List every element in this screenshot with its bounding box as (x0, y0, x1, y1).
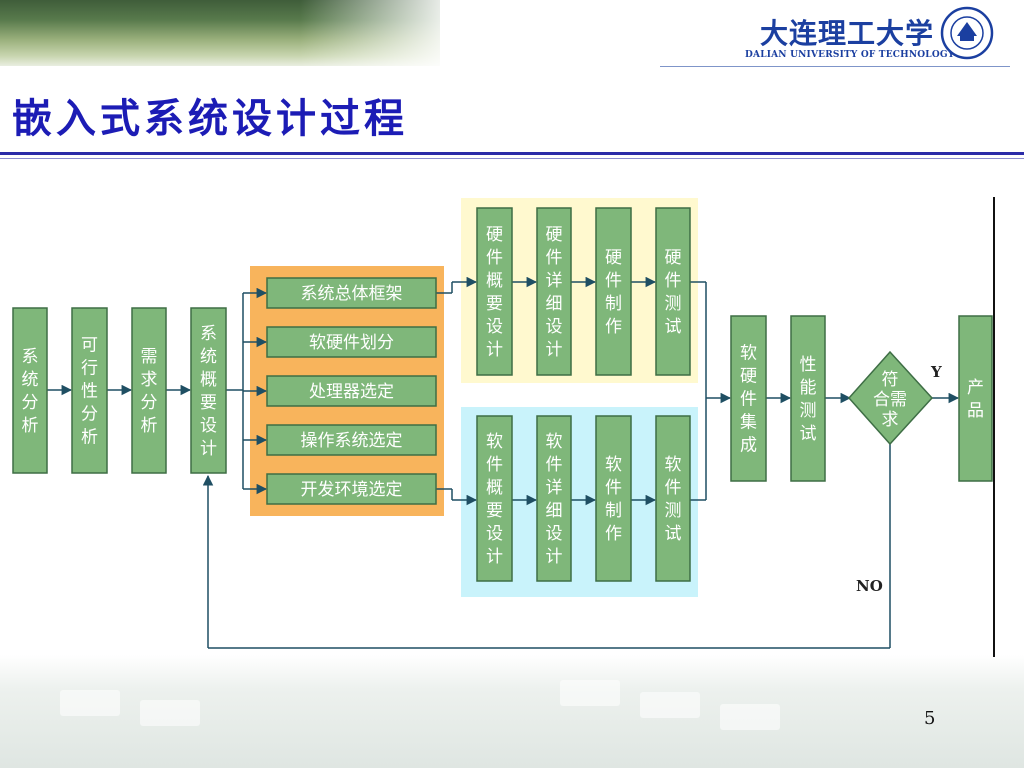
footer-decoration (640, 692, 700, 718)
decision-label-line1: 符 (882, 370, 899, 390)
sw-testing: 软件测试 (655, 415, 691, 582)
task-label: 操作系统选定 (301, 431, 403, 451)
task-label: 处理器选定 (309, 382, 394, 402)
sw-label: 软件制作 (605, 455, 622, 544)
task-label: 开发环境选定 (301, 480, 403, 500)
performance-test: 性能测试 (790, 315, 826, 482)
footer-decoration (140, 700, 200, 726)
hw-testing: 硬件测试 (655, 207, 691, 376)
sw-detailed-design: 软件详细设计 (536, 415, 572, 582)
step-system-analysis: 系统分析 (12, 307, 48, 474)
task-system-framework: 系统总体框架 (266, 277, 437, 309)
footer-decoration (720, 704, 780, 730)
integration-label: 软硬件集成 (740, 344, 757, 456)
sw-label: 软件测试 (665, 455, 682, 544)
hw-fabrication: 硬件制作 (595, 207, 632, 376)
hw-detailed-design: 硬件详细设计 (536, 207, 572, 376)
connector-lines (47, 276, 960, 649)
task-hw-sw-partition: 软硬件划分 (266, 326, 437, 358)
hw-label: 硬件概要设计 (486, 225, 503, 360)
performance-label: 性能测试 (800, 355, 817, 444)
footer-decoration (60, 690, 120, 716)
step-label: 可行性分析 (81, 336, 98, 448)
decision-label-line3: 求 (882, 410, 899, 430)
yes-label: Y (930, 363, 942, 381)
header-banner-fade (300, 0, 460, 66)
task-os-selection: 操作系统选定 (266, 424, 437, 456)
university-logo-text: 大连理工大学 (760, 17, 935, 50)
university-logo-english: DALIAN UNIVERSITY OF TECHNOLOGY (745, 50, 955, 60)
step-label: 系统分析 (22, 347, 39, 436)
header-divider (660, 66, 1010, 67)
task-processor-selection: 处理器选定 (266, 375, 437, 407)
step-label: 系统概要设计 (200, 324, 217, 459)
step-requirements-analysis: 需求分析 (131, 307, 167, 474)
university-seal-icon (940, 6, 994, 60)
hw-outline-design: 硬件概要设计 (476, 207, 513, 376)
sw-label: 软件详细设计 (546, 432, 563, 567)
hw-label: 硬件详细设计 (546, 225, 563, 360)
hw-label: 硬件制作 (605, 248, 622, 337)
task-label: 系统总体框架 (301, 284, 403, 304)
decision-meets-requirements: 符 合需 求 (847, 350, 934, 446)
page-title: 嵌入式系统设计过程 (12, 95, 408, 142)
step-label: 需求分析 (141, 347, 158, 436)
title-underline-thin (0, 158, 1024, 159)
step-system-outline-design: 系统概要设计 (190, 307, 227, 474)
sw-outline-design: 软件概要设计 (476, 415, 513, 582)
step-feasibility-analysis: 可行性分析 (71, 307, 108, 474)
decision-label-line2: 合需 (873, 390, 907, 410)
hw-sw-integration: 软硬件集成 (730, 315, 767, 482)
title-underline (0, 152, 1024, 155)
task-label: 软硬件划分 (309, 333, 394, 353)
footer-decoration (560, 680, 620, 706)
task-dev-environment-selection: 开发环境选定 (266, 473, 437, 505)
sw-label: 软件概要设计 (486, 432, 503, 567)
page-number: 5 (924, 708, 936, 729)
hw-label: 硬件测试 (665, 248, 682, 337)
sw-implementation: 软件制作 (595, 415, 632, 582)
product-box: 产品 (958, 315, 993, 482)
product-label: 产品 (967, 378, 984, 421)
right-border-line (993, 197, 995, 657)
no-label: NO (856, 577, 883, 595)
